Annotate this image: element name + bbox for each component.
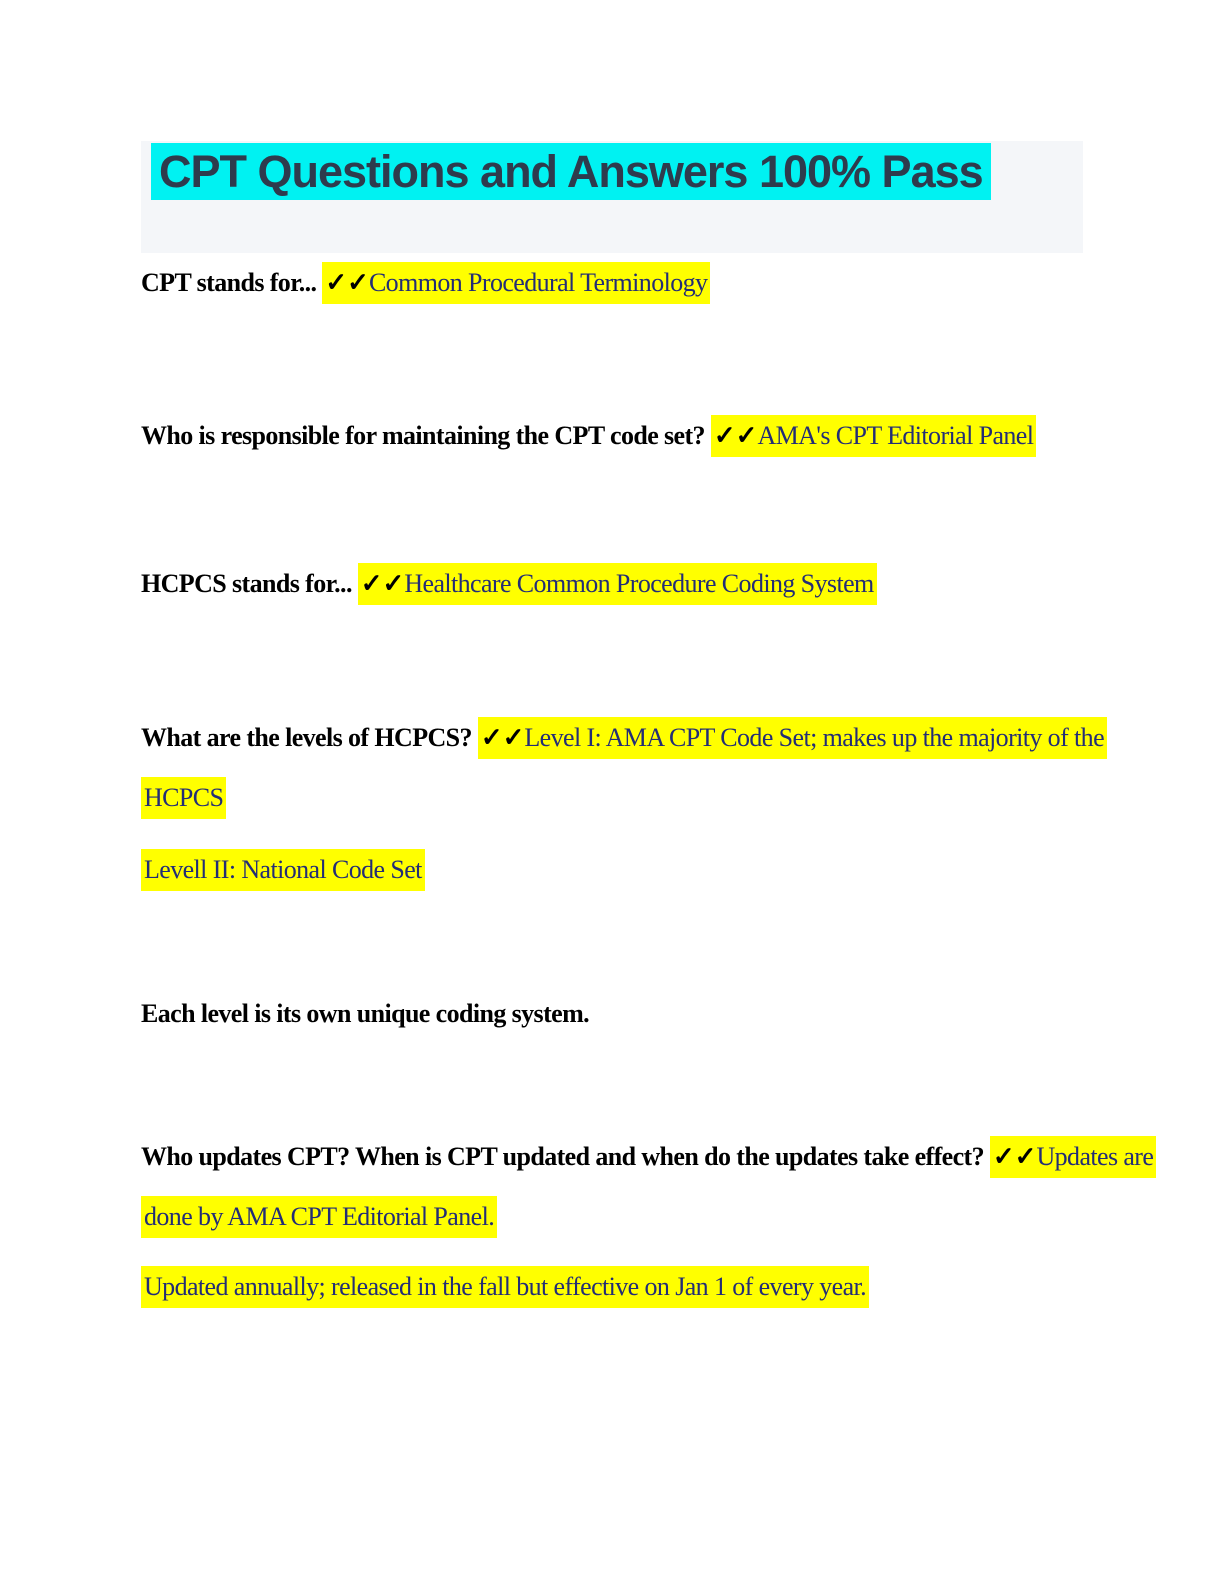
statement-block: Each level is its own unique coding syst… (141, 984, 1083, 1044)
page-title: CPT Questions and Answers 100% Pass (151, 143, 991, 200)
answer-text: Levell II: National Code Set (144, 855, 422, 884)
title-banner: CPT Questions and Answers 100% Pass (141, 141, 1083, 253)
answer-highlight: done by AMA CPT Editorial Panel. (141, 1196, 498, 1238)
qa-block-4-line-2: HCPCS (141, 768, 1083, 828)
answer-highlight: Levell II: National Code Set (141, 849, 425, 891)
answer-text: Healthcare Common Procedure Coding Syste… (404, 569, 874, 598)
question-text: What are the levels of HCPCS? (141, 723, 478, 752)
answer-highlight: HCPCS (141, 777, 227, 819)
qa-block-6-line-1: Who updates CPT? When is CPT updated and… (141, 1127, 1157, 1187)
qa-block-6-line-2: done by AMA CPT Editorial Panel. (141, 1187, 1083, 1247)
answer-text: Common Procedural Terminology (368, 268, 708, 297)
question-text: HCPCS stands for... (141, 569, 358, 598)
answer-text: AMA's CPT Editorial Panel (757, 421, 1034, 450)
qa-block-2: Who is responsible for maintaining the C… (141, 406, 1083, 466)
double-checkmark-icon: ✓✓ (325, 268, 369, 297)
answer-text: Updated annually; released in the fall b… (144, 1272, 867, 1301)
answer-text: HCPCS (144, 783, 224, 812)
double-checkmark-icon: ✓✓ (992, 1142, 1037, 1171)
qa-block-4-line-1: What are the levels of HCPCS? ✓✓Level I:… (141, 708, 1108, 768)
question-text: CPT stands for... (141, 268, 323, 297)
question-text: Who updates CPT? When is CPT updated and… (141, 1142, 990, 1171)
double-checkmark-icon: ✓✓ (480, 723, 525, 752)
qa-block-6-line-3: Updated annually; released in the fall b… (141, 1257, 1083, 1317)
answer-highlight: ✓✓Updates are (989, 1136, 1157, 1178)
answer-highlight: ✓✓Healthcare Common Procedure Coding Sys… (357, 563, 877, 605)
question-text: Who is responsible for maintaining the C… (141, 421, 711, 450)
answer-highlight: ✓✓AMA's CPT Editorial Panel (710, 415, 1037, 457)
answer-highlight: ✓✓Common Procedural Terminology (322, 262, 711, 304)
answer-text: done by AMA CPT Editorial Panel. (144, 1202, 495, 1231)
answer-highlight: ✓✓Level I: AMA CPT Code Set; makes up th… (477, 717, 1108, 759)
double-checkmark-icon: ✓✓ (360, 569, 405, 598)
answer-text: Updates are (1036, 1142, 1154, 1171)
qa-block-4-line-3: Levell II: National Code Set (141, 840, 1083, 900)
qa-block-3: HCPCS stands for... ✓✓Healthcare Common … (141, 554, 1083, 614)
qa-block-1: CPT stands for... ✓✓Common Procedural Te… (141, 253, 1083, 313)
answer-highlight: Updated annually; released in the fall b… (141, 1266, 870, 1308)
double-checkmark-icon: ✓✓ (713, 421, 758, 450)
statement-text: Each level is its own unique coding syst… (141, 999, 590, 1028)
qa-content: CPT stands for... ✓✓Common Procedural Te… (141, 253, 1157, 1317)
answer-text: Level I: AMA CPT Code Set; makes up the … (524, 723, 1105, 752)
